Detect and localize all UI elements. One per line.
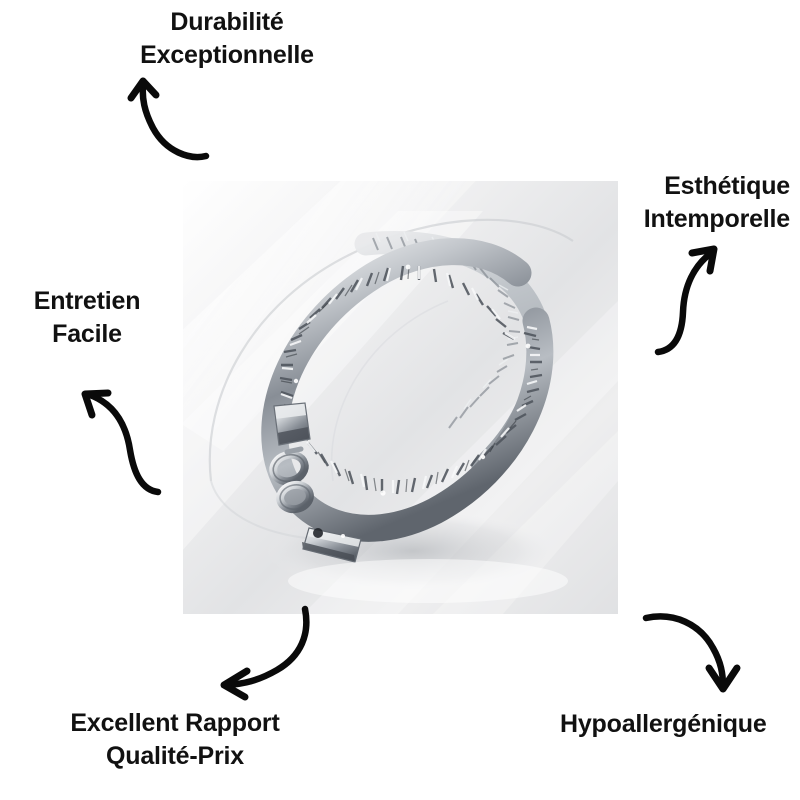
feature-label-durabilite-line-1: Durabilité xyxy=(170,8,284,36)
arrow-icon-durabilite xyxy=(127,77,210,161)
feature-label-hypoallergenique: Hypoallergénique xyxy=(560,708,790,741)
feature-label-durabilite-line-2: Exceptionnelle xyxy=(140,41,314,69)
feature-label-esthetique-line-2: Intemporelle xyxy=(643,205,790,233)
arrow-icon-rapport xyxy=(220,605,310,701)
feature-label-esthetique: Esthétique Intemporelle xyxy=(530,170,790,236)
feature-label-rapport-line-1: Excellent Rapport xyxy=(70,709,280,737)
feature-label-hypoallergenique-line-1: Hypoallergénique xyxy=(560,710,767,738)
feature-label-entretien: Entretien Facile xyxy=(8,285,166,351)
feature-label-rapport-qualite-prix: Excellent Rapport Qualité-Prix xyxy=(58,707,292,773)
feature-label-entretien-line-1: Entretien xyxy=(33,287,141,315)
bracelet-clasp-ring xyxy=(269,446,314,514)
bracelet-clasp-lower xyxy=(302,527,362,563)
product-image-artwork xyxy=(183,181,618,614)
product-image xyxy=(183,181,618,614)
arrow-icon-esthetique xyxy=(654,245,718,356)
arrow-icon-entretien xyxy=(81,389,162,496)
feature-label-esthetique-line-1: Esthétique xyxy=(664,172,790,200)
feature-label-durabilite: Durabilité Exceptionnelle xyxy=(131,6,323,72)
feature-label-entretien-line-2: Facile xyxy=(52,320,122,348)
arrow-icon-hypoallergenique xyxy=(642,613,741,693)
feature-label-rapport-line-2: Qualité-Prix xyxy=(106,742,244,770)
bracelet-clasp-upper xyxy=(273,402,311,446)
